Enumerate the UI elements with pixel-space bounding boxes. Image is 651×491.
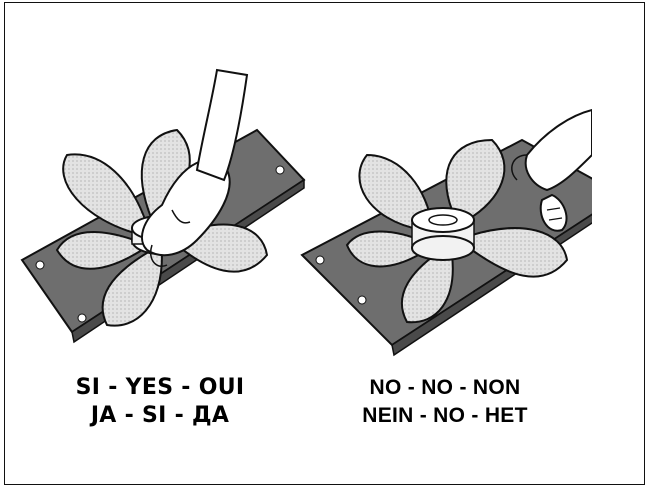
hand-holding-fan-by-blades-icon <box>300 108 592 357</box>
hand-holding-fan-by-hub-icon <box>20 68 306 344</box>
incorrect-caption-line2: NEIN - NO - НЕТ <box>362 404 528 427</box>
correct-caption-line2: JA - SI - ДА <box>90 403 230 428</box>
incorrect-handling-illustration <box>292 60 592 360</box>
correct-handling-illustration <box>12 60 312 360</box>
incorrect-caption: NO - NO - NON NEIN - NO - НЕТ <box>300 374 590 430</box>
incorrect-caption-line1: NO - NO - NON <box>369 376 521 399</box>
correct-caption: SI - YES - OUI JA - SI - ДА <box>15 374 305 430</box>
figure-frame <box>4 2 645 485</box>
correct-caption-line1: SI - YES - OUI <box>75 375 245 400</box>
